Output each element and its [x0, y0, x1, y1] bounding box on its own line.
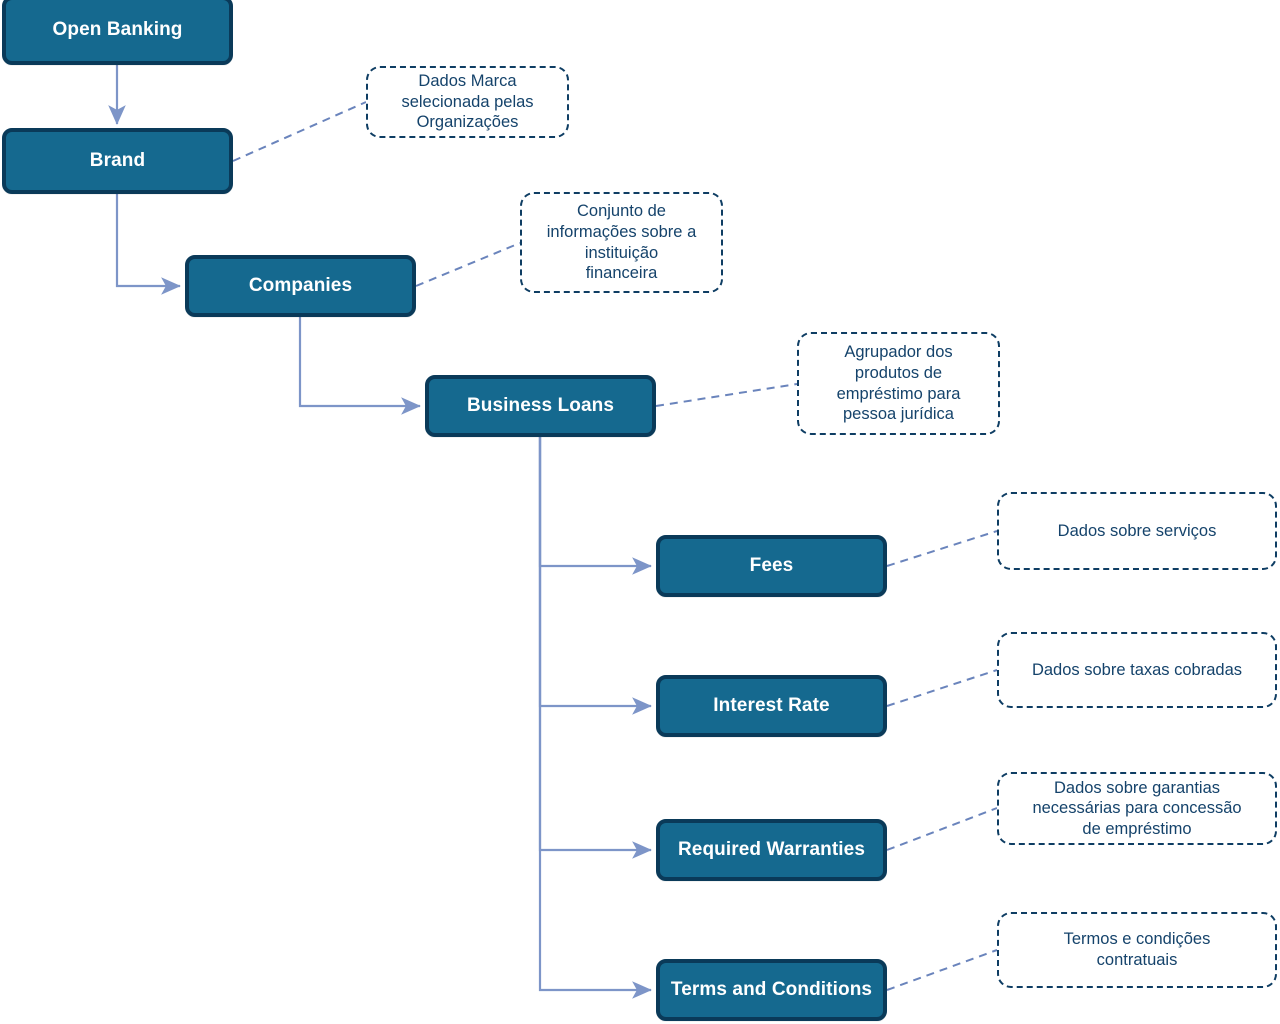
note-brand: Dados Marca selecionada pelas Organizaçõ… — [366, 66, 569, 138]
connector-terms-to-note — [886, 949, 998, 991]
solid-connectors — [108, 65, 652, 999]
node-open-banking[interactable]: Open Banking — [2, 0, 233, 65]
note-terms-and-conditions: Termos e condições contratuais — [997, 912, 1277, 988]
note-companies: Conjunto de informações sobre a institui… — [520, 192, 723, 293]
note-required-warranties: Dados sobre garantias necessárias para c… — [997, 772, 1277, 845]
note-fees: Dados sobre serviços — [997, 492, 1277, 570]
connector-fees-to-note — [886, 530, 998, 567]
node-required-warranties[interactable]: Required Warranties — [656, 819, 887, 881]
note-interest-rate: Dados sobre taxas cobradas — [997, 632, 1277, 708]
connector-companies-to-business-loans — [298, 317, 421, 415]
connector-business-loans-to-required-warranties — [538, 437, 652, 859]
node-terms-and-conditions[interactable]: Terms and Conditions — [656, 959, 887, 1021]
node-open-banking-label: Open Banking — [52, 19, 183, 41]
node-business-loans-label: Business Loans — [466, 394, 615, 416]
node-companies[interactable]: Companies — [185, 255, 416, 317]
connector-brand-to-companies — [115, 194, 181, 295]
note-business-loans: Agrupador dos produtos de empréstimo par… — [797, 332, 1000, 435]
node-required-warranties-label: Required Warranties — [677, 838, 866, 860]
connector-interest-rate-to-note — [886, 669, 998, 707]
connector-business-loans-to-fees — [538, 437, 652, 575]
connector-business-loans-to-note — [655, 383, 798, 407]
connector-business-loans-to-interest-rate — [538, 437, 652, 715]
node-brand[interactable]: Brand — [2, 128, 233, 194]
node-terms-and-conditions-label: Terms and Conditions — [670, 978, 873, 1000]
dashed-note-connectors — [232, 101, 998, 991]
node-brand-label: Brand — [89, 149, 146, 171]
node-fees[interactable]: Fees — [656, 535, 887, 597]
connector-companies-to-note — [415, 242, 521, 287]
node-interest-rate-label: Interest Rate — [713, 694, 830, 716]
connector-required-warranties-to-note — [886, 807, 998, 851]
node-business-loans[interactable]: Business Loans — [425, 375, 656, 437]
connector-business-loans-to-terms-and-conditions — [538, 437, 652, 999]
connector-brand-to-note — [232, 101, 367, 162]
node-fees-label: Fees — [749, 554, 794, 576]
node-companies-label: Companies — [248, 274, 353, 296]
node-interest-rate[interactable]: Interest Rate — [656, 675, 887, 737]
